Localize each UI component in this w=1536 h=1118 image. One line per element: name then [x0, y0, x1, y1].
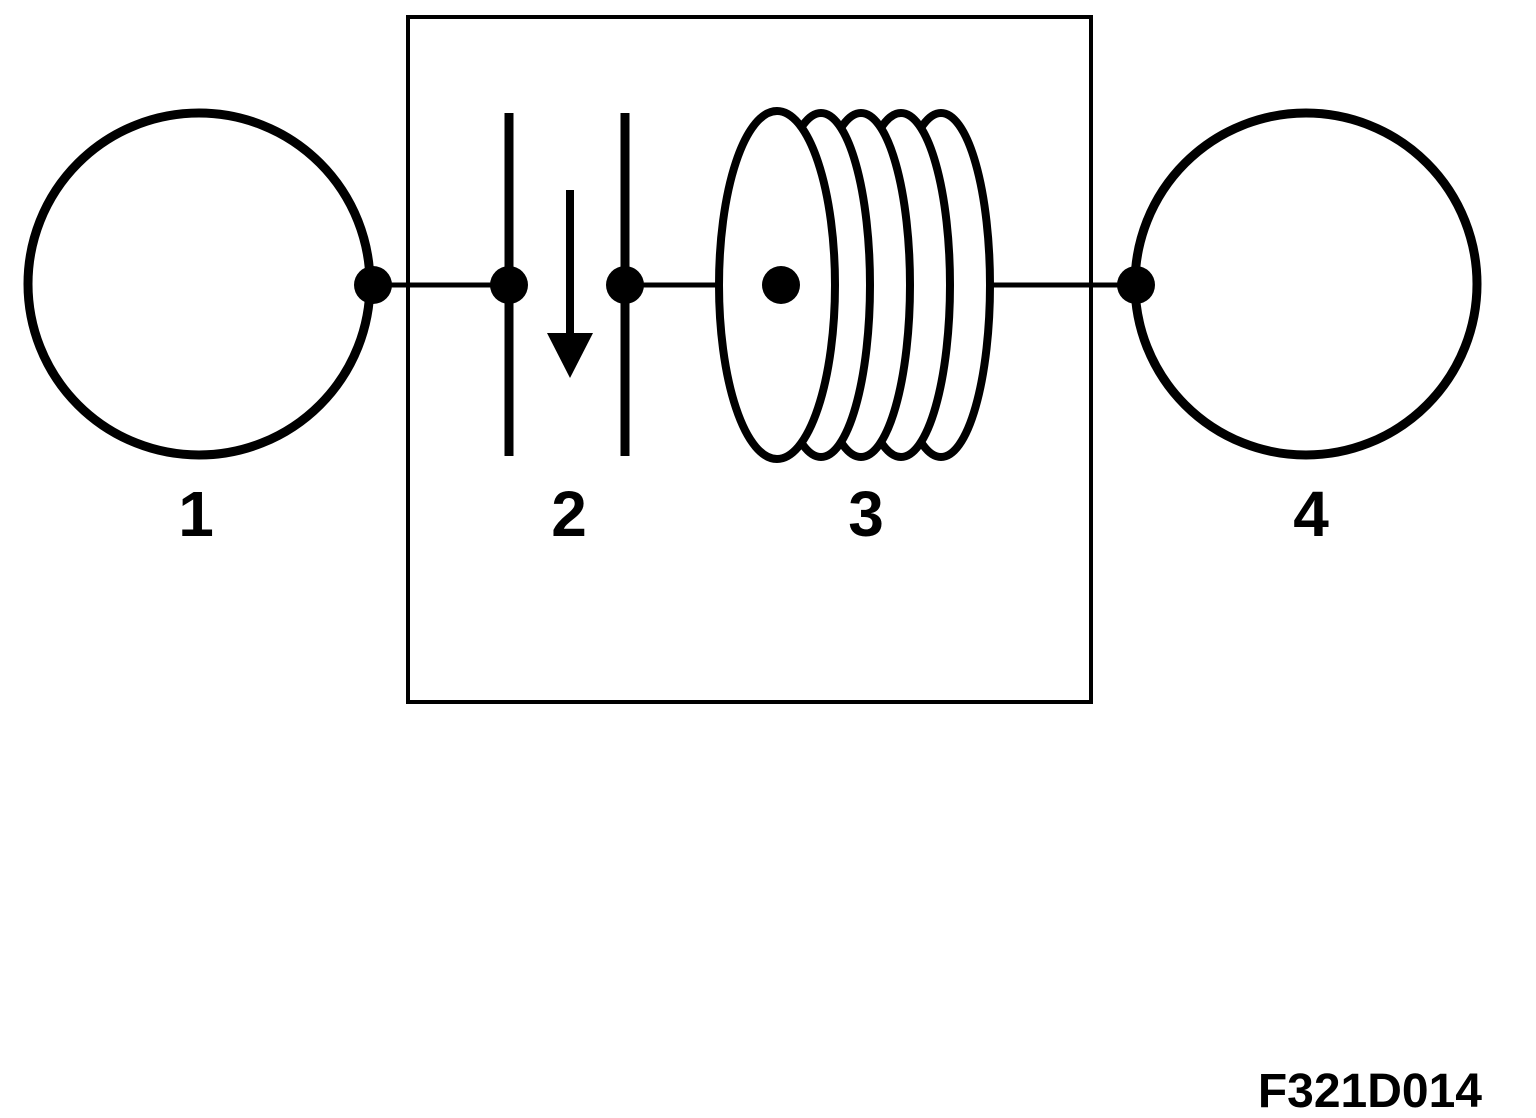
- component-4-label: 4: [1293, 478, 1329, 550]
- enclosure-box: [406, 15, 1093, 704]
- component-2-label: 2: [551, 478, 587, 550]
- junction-dot-2a: [490, 266, 528, 304]
- junction-dot-4: [1117, 266, 1155, 304]
- component-3-coil: [715, 107, 994, 463]
- component-3-label: 3: [848, 478, 884, 550]
- down-arrow-icon: [547, 333, 593, 378]
- junction-dot-1: [354, 266, 392, 304]
- component-1-label: 1: [178, 478, 214, 550]
- component-1-circle: [23, 108, 375, 460]
- junction-dot-3: [762, 266, 800, 304]
- component-4-circle: [1130, 108, 1482, 460]
- figure-code: F321D014: [1258, 1065, 1482, 1118]
- junction-dot-2b: [606, 266, 644, 304]
